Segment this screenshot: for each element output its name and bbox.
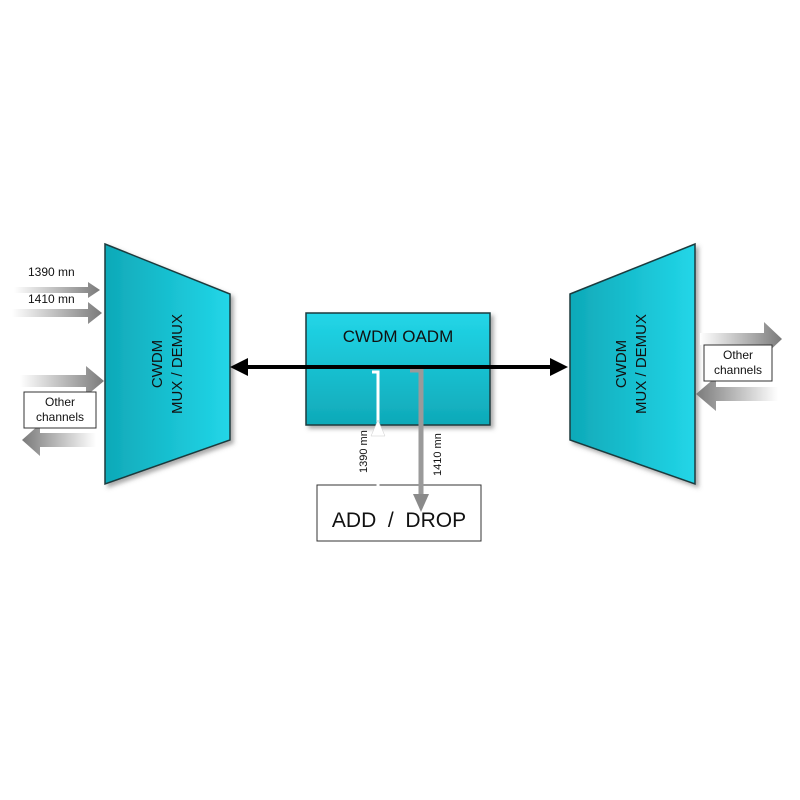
- oadm-title: CWDM OADM: [343, 327, 453, 346]
- input-1410-label: 1410 mn: [28, 292, 75, 306]
- right-mux-line2: MUX / DEMUX: [633, 314, 650, 414]
- add-drop-label: ADD / DROP: [332, 509, 466, 532]
- add-path-arrow: [370, 370, 386, 504]
- right-other-channels-box: Other channels: [703, 344, 773, 382]
- right-mux-demux-block: CWDM MUX / DEMUX: [569, 242, 696, 486]
- input-arrow-1410: [12, 302, 102, 324]
- drop-path-arrow: [410, 367, 429, 512]
- left-other-line1: Other: [45, 395, 75, 409]
- add-wavelength-label: 1390 mn: [358, 430, 370, 473]
- right-other-in-arrow: [696, 377, 778, 411]
- add-drop-box: ADD / DROP: [316, 484, 482, 542]
- left-other-channels-box: Other channels: [23, 391, 97, 429]
- main-bus-arrow: [230, 358, 568, 376]
- right-other-line2: channels: [714, 363, 762, 377]
- left-mux-line2: MUX / DEMUX: [169, 314, 186, 414]
- left-mux-line1: CWDM: [149, 340, 166, 388]
- drop-wavelength-label: 1410 mn: [432, 433, 444, 476]
- left-other-line2: channels: [36, 410, 84, 424]
- left-mux-demux-block: CWDM MUX / DEMUX: [104, 242, 231, 486]
- right-other-line1: Other: [723, 348, 753, 362]
- input-arrow-1390: [14, 282, 100, 298]
- input-1390-label: 1390 mn: [28, 265, 75, 279]
- left-other-out-arrow: [20, 366, 104, 396]
- left-other-in-arrow: [22, 424, 96, 456]
- right-mux-line1: CWDM: [613, 340, 630, 388]
- right-other-out-arrow: [700, 322, 782, 356]
